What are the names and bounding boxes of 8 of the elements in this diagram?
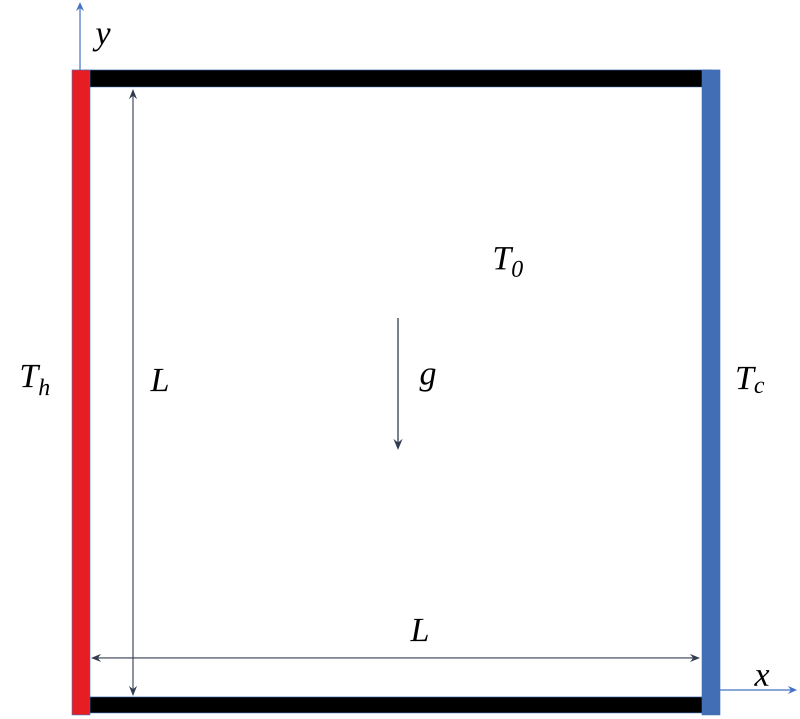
- symbol-label: L: [410, 618, 428, 642]
- symbol-label: T$_{h}$: [22, 364, 50, 396]
- symbol-label: L: [150, 368, 168, 392]
- symbol-label: T$_{0}$: [494, 247, 523, 277]
- symbol-label: y: [92, 28, 111, 52]
- symbol-label: x: [754, 670, 770, 686]
- symbol-label: g: [420, 368, 436, 392]
- symbol-label: T$_{c}$: [737, 366, 764, 394]
